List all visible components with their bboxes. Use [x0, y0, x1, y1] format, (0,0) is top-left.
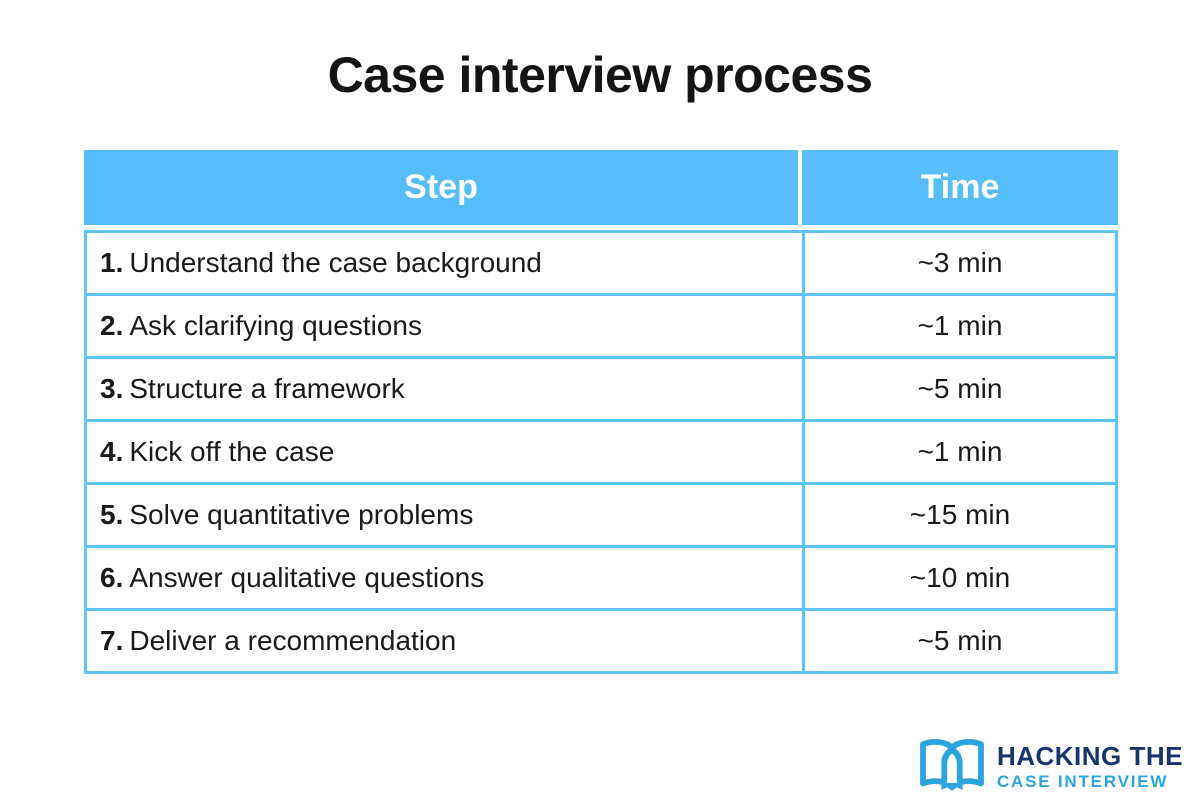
time-value: ~10 min — [802, 545, 1118, 611]
brand-name-primary: HACKING THE — [996, 740, 1183, 771]
table-row: 7.Deliver a recommendation ~5 min — [84, 608, 1118, 674]
step-number: 6. — [100, 562, 124, 593]
time-value: ~5 min — [802, 608, 1118, 674]
step-label: Structure a framework — [129, 373, 405, 404]
open-book-icon — [918, 738, 986, 796]
step-number: 5. — [100, 499, 124, 530]
page-title: Case interview process — [327, 47, 873, 103]
step-label: Ask clarifying questions — [129, 310, 422, 341]
process-table: Step Time 1.Understand the case backgrou… — [84, 150, 1118, 674]
time-value: ~3 min — [802, 230, 1118, 296]
table-row: 4.Kick off the case ~1 min — [84, 419, 1118, 485]
step-number: 4. — [100, 436, 124, 467]
table-header-row: Step Time — [84, 150, 1118, 225]
table-row: 6.Answer qualitative questions ~10 min — [84, 545, 1118, 611]
step-label: Understand the case background — [129, 247, 542, 278]
step-number: 7. — [100, 625, 124, 656]
step-cell: 3.Structure a framework — [84, 356, 805, 422]
table-row: 3.Structure a framework ~5 min — [84, 356, 1118, 422]
time-value: ~1 min — [802, 419, 1118, 485]
step-label: Deliver a recommendation — [129, 625, 457, 656]
time-value: ~1 min — [802, 293, 1118, 359]
table-body: 1.Understand the case background ~3 min … — [84, 230, 1118, 674]
step-label: Answer qualitative questions — [129, 562, 485, 593]
step-cell: 7.Deliver a recommendation — [84, 608, 805, 674]
table-row: 1.Understand the case background ~3 min — [84, 230, 1118, 296]
time-value: ~5 min — [802, 356, 1118, 422]
brand-logo: HACKING THE CASE INTERVIEW — [918, 738, 1183, 796]
step-number: 1. — [100, 247, 124, 278]
step-number: 3. — [100, 373, 124, 404]
step-cell: 6.Answer qualitative questions — [84, 545, 805, 611]
table-header-step: Step — [84, 150, 798, 225]
table-row: 2.Ask clarifying questions ~1 min — [84, 293, 1118, 359]
time-value: ~15 min — [802, 482, 1118, 548]
step-cell: 5.Solve quantitative problems — [84, 482, 805, 548]
table-row: 5.Solve quantitative problems ~15 min — [84, 482, 1118, 548]
step-cell: 2.Ask clarifying questions — [84, 293, 805, 359]
table-header-time: Time — [802, 150, 1118, 225]
step-label: Kick off the case — [129, 436, 335, 467]
step-cell: 1.Understand the case background — [84, 230, 805, 296]
step-cell: 4.Kick off the case — [84, 419, 805, 485]
brand-name: HACKING THE CASE INTERVIEW — [996, 740, 1183, 792]
brand-name-secondary: CASE INTERVIEW — [996, 771, 1169, 791]
step-label: Solve quantitative problems — [129, 499, 474, 530]
step-number: 2. — [100, 310, 124, 341]
